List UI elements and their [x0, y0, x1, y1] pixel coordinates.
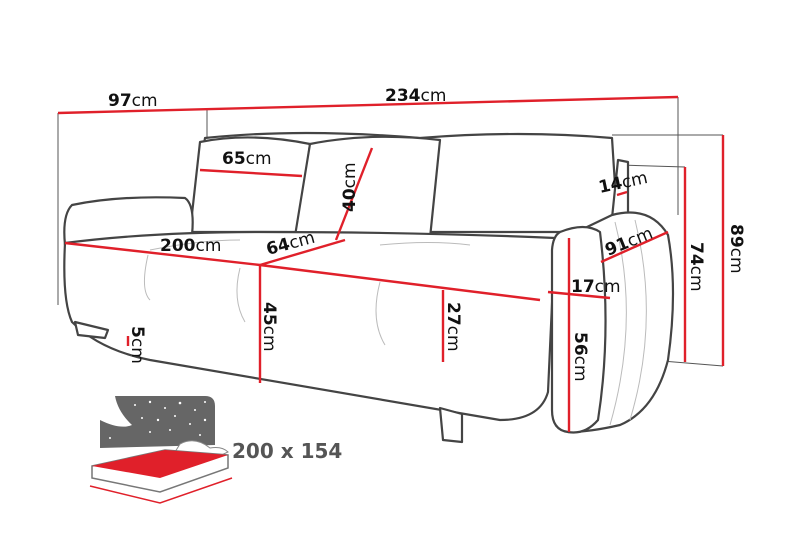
label-cushion-height: 40cm [340, 162, 360, 212]
label-cushion-width: 65cm [222, 149, 272, 169]
seat [63, 230, 557, 422]
leg-left [73, 320, 110, 340]
label-armrest-width: 17cm [571, 277, 621, 297]
label-total-height: 89cm [726, 224, 746, 274]
label-leg-height: 5cm [127, 326, 147, 364]
back-cushions [188, 131, 630, 240]
label-backrest-thickness: 14cm [597, 168, 650, 198]
label-armrest-height: 56cm [570, 332, 590, 382]
label-seat-width: 200cm [160, 236, 221, 256]
label-width-total: 234cm [385, 86, 446, 106]
label-seat-thickness: 27cm [443, 302, 463, 352]
sleeping-area-size: 200 x 154 [232, 439, 342, 463]
right-armrest [550, 211, 675, 434]
leg-front [438, 406, 464, 444]
bed-icon [89, 396, 233, 504]
dimension-lines [57, 95, 725, 432]
label-backrest-height: 74cm [686, 242, 706, 292]
left-armrest [63, 196, 194, 247]
label-depth-total: 97cm [108, 91, 158, 111]
label-seat-height: 45cm [259, 302, 279, 352]
